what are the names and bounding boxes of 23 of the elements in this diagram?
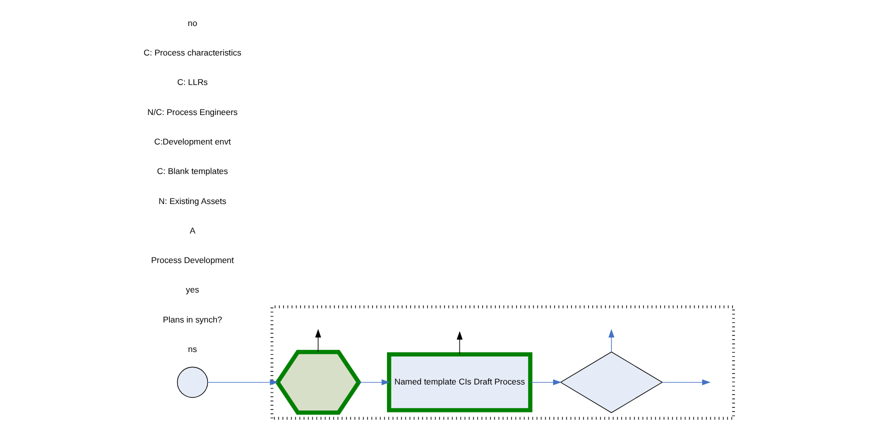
arrow [358,379,390,386]
arrow [608,329,614,352]
label: no [188,18,198,28]
label: ns [188,344,197,354]
label: A [190,225,196,236]
node-circle [177,366,208,398]
label: yes [186,284,200,295]
label: C:Development envt [154,136,231,147]
node-hexagon [275,350,362,415]
label: C: Blank templates [157,166,228,176]
label: C: Process characteristics [144,48,242,58]
arrow [530,379,562,386]
label: Plans in synch? [162,314,222,324]
arrow [315,329,322,352]
arrow [207,379,278,386]
label: C: LLRs [177,77,208,88]
label: Process Development [151,255,234,266]
label: N: Existing Assets [158,196,226,206]
node-box: Named template CIs Draft Process [386,352,532,412]
arrow [456,331,463,355]
label: N/C: Process Engineers [147,106,238,117]
node-diamond [560,352,663,414]
arrow [662,379,711,386]
